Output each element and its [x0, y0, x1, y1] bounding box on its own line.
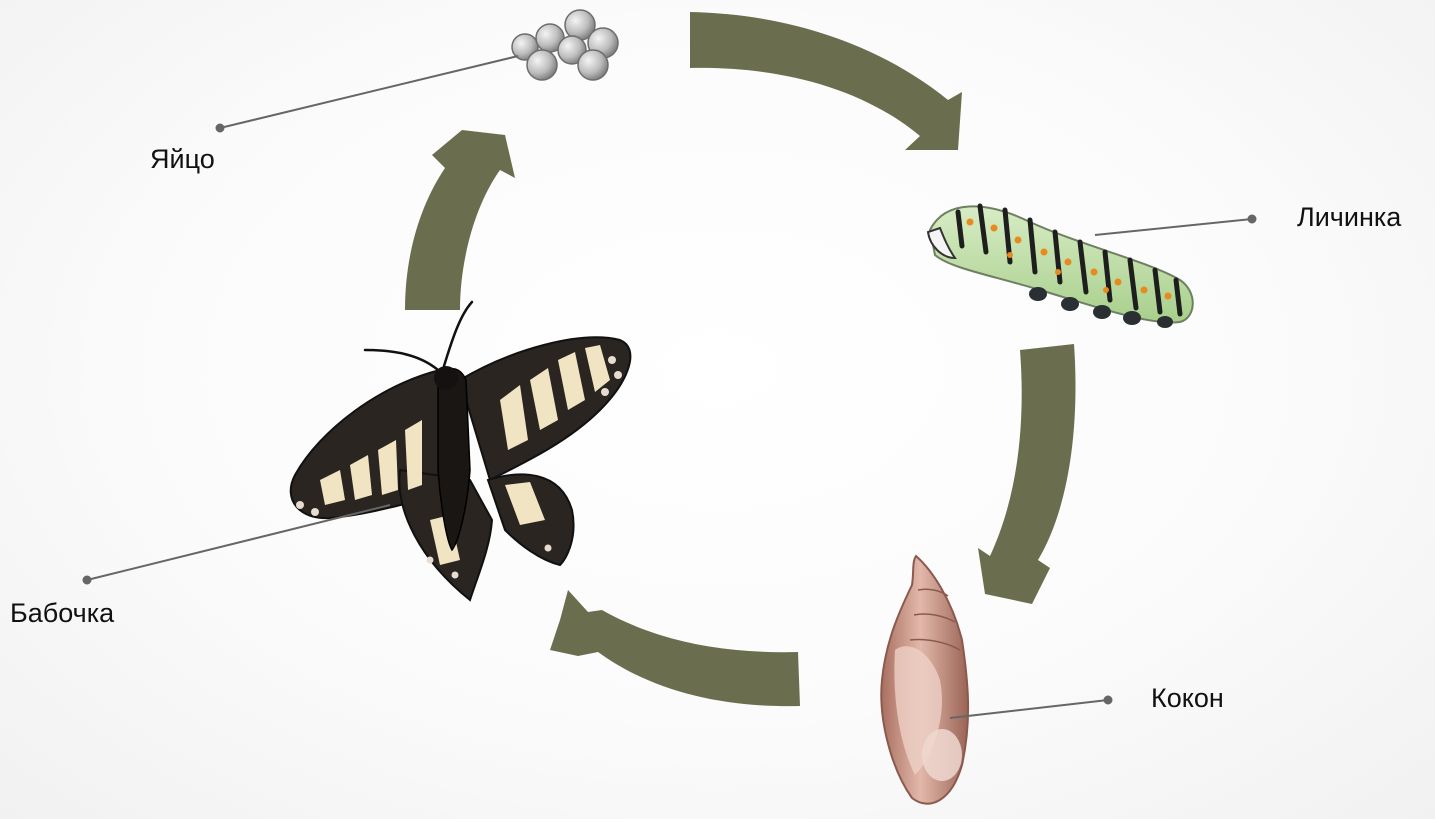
- butterfly-illustration: [291, 302, 631, 600]
- leader-lines: [84, 56, 1256, 718]
- stage-label-larva: Личинка: [1297, 204, 1401, 231]
- egg-cluster: [512, 10, 618, 80]
- caterpillar-illustration: [928, 206, 1193, 328]
- leader-line-egg: [220, 56, 518, 128]
- arrow-butterfly-to-egg: [405, 130, 515, 310]
- arrow-pupa-to-butterfly: [550, 590, 800, 706]
- leader-line-larva: [1095, 219, 1252, 235]
- stage-label-butterfly: Бабочка: [10, 600, 114, 627]
- pupa-illustration: [881, 556, 968, 804]
- leader-line-butterfly: [87, 505, 390, 580]
- stage-label-egg: Яйцо: [150, 146, 215, 173]
- arrow-egg-to-larva: [690, 12, 962, 150]
- stage-label-pupa: Кокон: [1151, 685, 1224, 712]
- arrow-larva-to-pupa: [978, 344, 1076, 604]
- leader-line-pupa: [950, 700, 1108, 718]
